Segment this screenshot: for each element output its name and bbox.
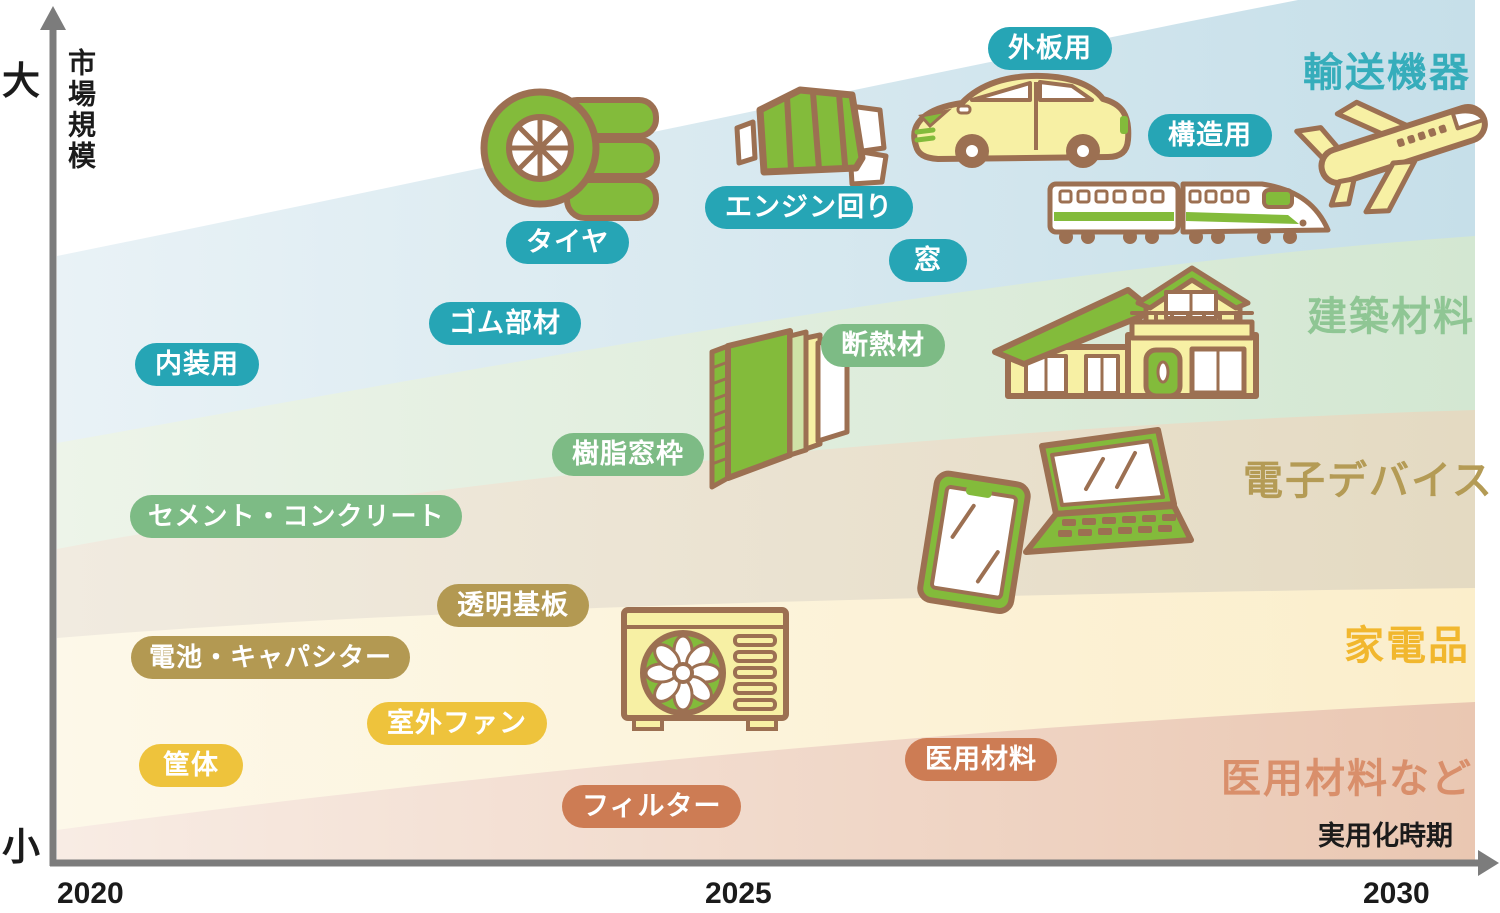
bullet-train-illustration: [1047, 181, 1331, 244]
pill-medical-material: 医用材料: [905, 738, 1057, 781]
laptop-illustration: [1023, 427, 1194, 555]
smartphone-illustration: [917, 470, 1031, 614]
x-tick-2025: 2025: [705, 877, 772, 910]
y-axis-min-label: 小: [2, 827, 41, 869]
x-tick-2020: 2020: [57, 877, 124, 910]
car-illustration: [911, 72, 1132, 168]
tires-illustration: [480, 88, 660, 221]
pill-insulation: 断熱材: [821, 324, 945, 367]
x-axis-title: 実用化時期: [1318, 821, 1453, 851]
x-tick-2030: 2030: [1363, 877, 1430, 910]
pill-housing: 筐体: [139, 744, 243, 787]
pill-resin-window-frame: 樹脂窓枠: [552, 433, 704, 476]
pill-structural: 構造用: [1148, 114, 1272, 157]
airplane-illustration: [1294, 99, 1488, 215]
pill-window: 窓: [889, 239, 967, 282]
pill-filter: フィルター: [562, 785, 742, 828]
band-title-building: 建築材料: [1307, 295, 1475, 339]
y-axis-title: 市場規模: [65, 48, 96, 172]
y-axis-max-label: 大: [2, 61, 41, 103]
pill-battery-capacitor: 電池・キャパシター: [131, 636, 411, 679]
axes: [40, 6, 1499, 876]
pill-interior: 内装用: [135, 343, 259, 386]
pill-transparent-substrate: 透明基板: [437, 584, 589, 627]
pill-engine-area: エンジン回り: [705, 186, 913, 229]
band-medical: [57, 702, 1475, 863]
engine-illustration: [734, 86, 889, 187]
band-title-appliances: 家電品: [1344, 624, 1470, 668]
air-conditioner-illustration: [621, 607, 789, 731]
band-title-transport: 輸送機器: [1303, 51, 1471, 95]
pill-cement-concrete: セメント・コンクリート: [130, 495, 463, 538]
pill-tire: タイヤ: [506, 221, 630, 264]
pill-rubber-parts: ゴム部材: [429, 302, 581, 345]
house-illustration: [992, 265, 1259, 399]
pill-exterior-panel: 外板用: [988, 27, 1112, 70]
pill-outdoor-fan: 室外ファン: [367, 702, 547, 745]
band-title-electronics: 電子デバイス: [1243, 459, 1494, 503]
band-title-medical: 医用材料など: [1221, 757, 1473, 801]
